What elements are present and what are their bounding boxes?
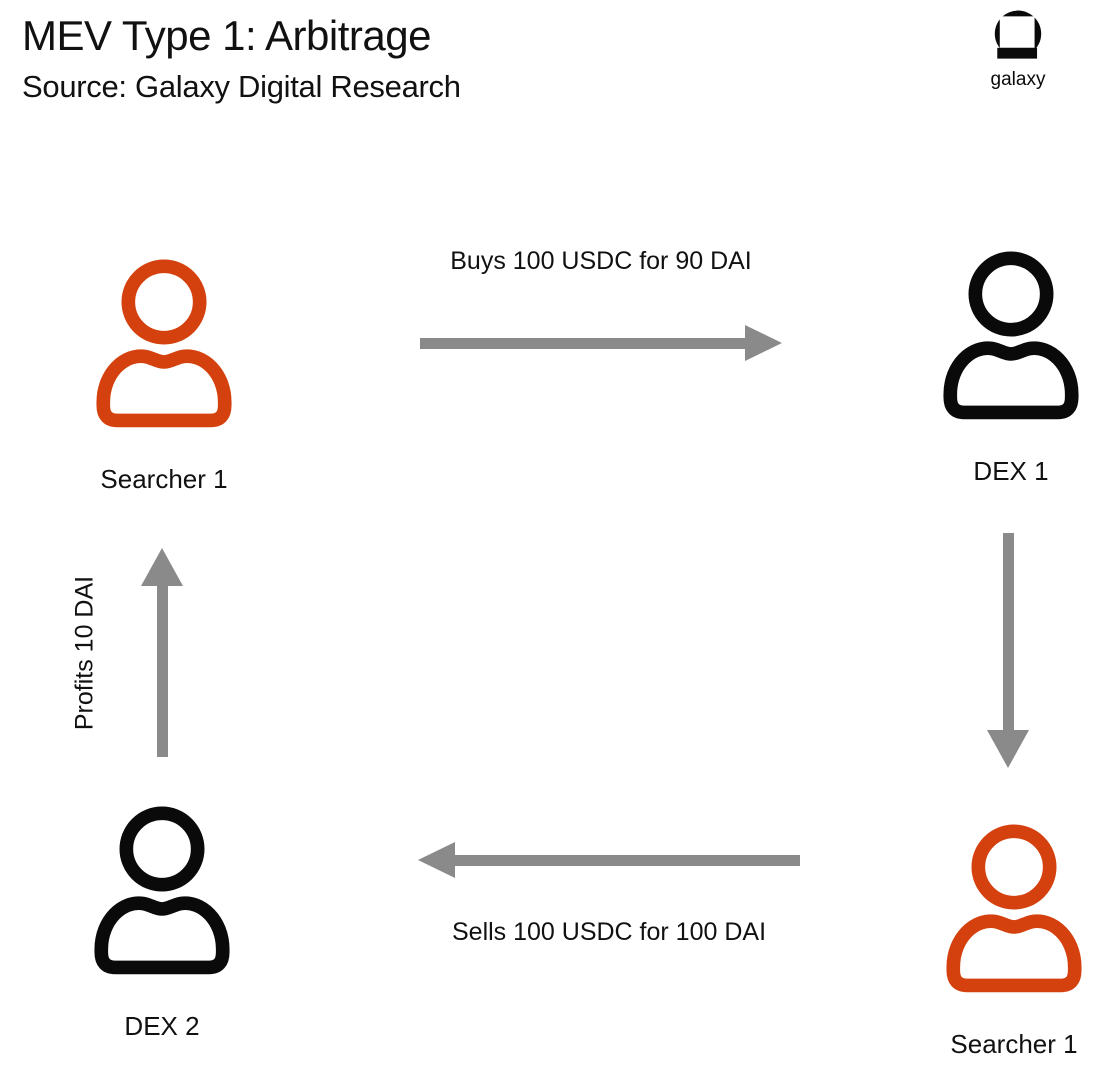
arrow-sells-left-icon — [418, 842, 800, 878]
person-icon — [94, 806, 230, 975]
source-subtitle: Source: Galaxy Digital Research — [22, 69, 461, 104]
person-icon — [96, 259, 232, 428]
edge-label-profits: Profits 10 DAI — [70, 575, 99, 731]
galaxy-logo: galaxy — [986, 8, 1050, 91]
arrowhead-right — [745, 325, 782, 361]
node-dex1: DEX 1 — [933, 250, 1089, 487]
galaxy-logo-label: galaxy — [990, 69, 1046, 90]
node-label: DEX 1 — [973, 456, 1049, 486]
arrowhead-left — [418, 842, 455, 878]
person-icon — [946, 824, 1082, 993]
arrow-shaft — [1002, 533, 1014, 730]
arrowhead-up — [141, 548, 183, 586]
arrow-shaft — [420, 337, 745, 349]
arrow-buys-right-icon — [420, 325, 782, 361]
page-title: MEV Type 1: Arbitrage — [22, 12, 431, 59]
arrow-profits-up-icon — [141, 548, 183, 757]
node-label: DEX 2 — [124, 1011, 200, 1041]
edge-label-buys: Buys 100 USDC for 90 DAI — [450, 247, 752, 275]
galaxy-logo-icon — [994, 10, 1042, 59]
node-label: Searcher 1 — [100, 464, 228, 494]
arrow-shaft — [455, 854, 800, 866]
node-label: Searcher 1 — [950, 1029, 1078, 1059]
edge-label-sells: Sells 100 USDC for 100 DAI — [451, 918, 767, 946]
node-dex2: DEX 2 — [84, 805, 240, 1042]
node-searcher1-bottom: Searcher 1 — [936, 823, 1092, 1060]
arrow-shaft — [156, 586, 168, 757]
person-icon — [943, 251, 1079, 420]
arrowhead-down — [987, 730, 1029, 768]
node-searcher1-top: Searcher 1 — [86, 258, 242, 495]
arrow-down-icon — [987, 533, 1029, 768]
